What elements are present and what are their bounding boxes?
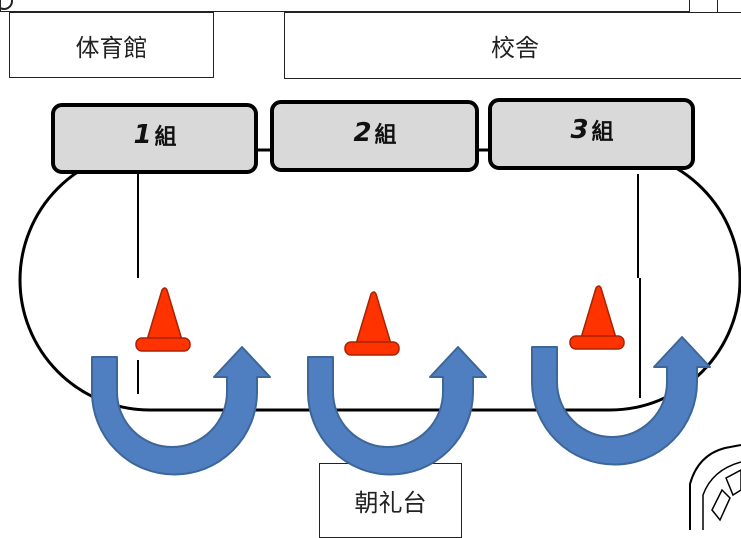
class-2-box (270, 100, 479, 172)
class-3-suffix: 組 (591, 120, 614, 145)
traffic-cone-icon (569, 285, 625, 350)
gym-label: 体育館 (75, 33, 148, 62)
class-2-suffix: 組 (374, 123, 397, 148)
class-2-label: 2 組 (274, 108, 476, 158)
school-label: 校舎 (491, 34, 539, 62)
track-oval (18, 148, 741, 412)
top-strip-corner (0, 0, 13, 10)
class-3-box (488, 98, 695, 170)
stage-box: 朝礼台 (319, 463, 462, 538)
class-1-box (51, 103, 258, 174)
u-turn-arrow-icon (531, 336, 711, 466)
class-1-number: 1 (133, 120, 152, 150)
drum-icon (689, 444, 741, 530)
school-box: 校舎 (284, 12, 741, 79)
class-1-label: 1 組 (55, 110, 255, 160)
gym-box: 体育館 (9, 12, 214, 78)
stage-label: 朝礼台 (354, 489, 427, 517)
class-3-number: 3 (570, 115, 589, 145)
traffic-cone-icon (135, 287, 191, 352)
class-1-suffix: 組 (154, 125, 177, 150)
traffic-cone-icon (344, 291, 400, 356)
top-strip (0, 0, 690, 12)
class-2-number: 2 (353, 118, 372, 148)
class-3-label: 3 組 (492, 105, 692, 155)
top-strip-right-edge (717, 0, 718, 12)
